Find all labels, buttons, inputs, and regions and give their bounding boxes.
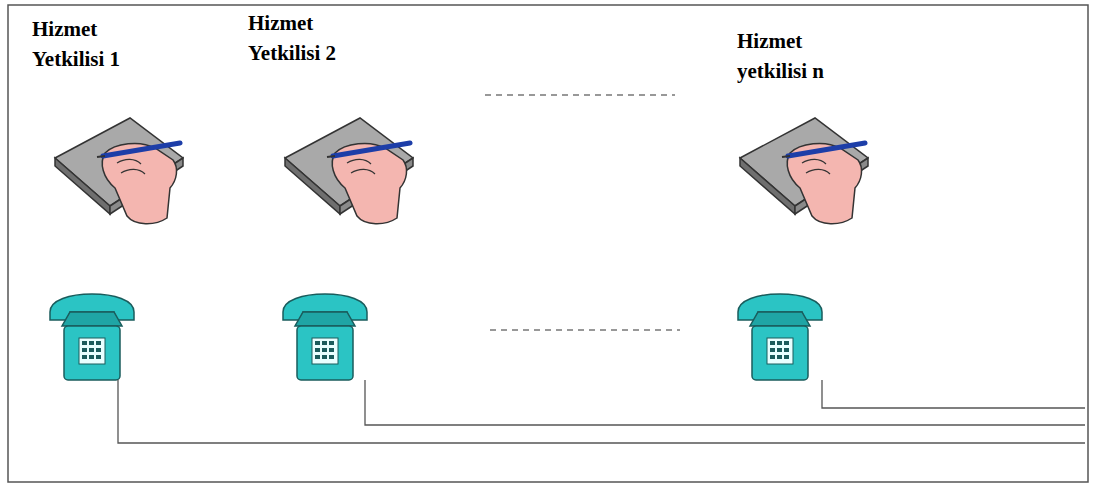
writing-hand-icon: [55, 118, 183, 224]
writing-hand-icon: [285, 118, 413, 224]
phone-wire: [822, 380, 1085, 408]
telephone-icon: [283, 294, 367, 380]
agent-label: Hizmet Yetkilisi 2: [248, 8, 378, 68]
ellipsis-dash: [490, 329, 680, 330]
agent-label: Hizmet Yetkilisi 1: [32, 14, 162, 74]
ellipsis-dash: [485, 94, 675, 95]
outer-frame: [8, 5, 1088, 482]
phone-wire: [118, 380, 1085, 443]
telephone-icon: [50, 294, 134, 380]
phone-wire: [365, 380, 1085, 425]
telephone-icon: [738, 294, 822, 380]
writing-hand-icon: [740, 118, 868, 224]
agent-label: Hizmet yetkilisi n: [737, 26, 867, 86]
